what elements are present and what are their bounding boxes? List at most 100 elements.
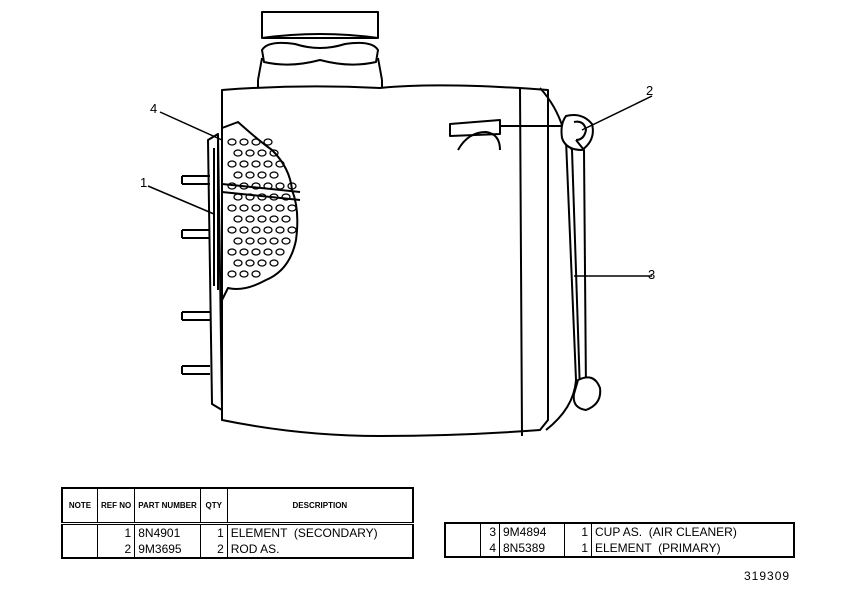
perforation-hole [233,215,243,223]
perforation-hole [275,204,285,212]
perforation-hole [239,182,249,190]
perforation-hole [227,160,237,168]
perforation-hole [233,237,243,245]
perforation-hole [239,248,249,256]
table-header: NOTE REF NO PART NUMBER QTY DESCRIPTION [61,488,414,524]
leader-lines [147,95,653,277]
perforation-hole [275,182,285,190]
perforation-hole [233,171,243,179]
perforation-hole [269,259,279,267]
perforation-hole [251,138,261,146]
perforation-hole [275,226,285,234]
perforation-hole [245,193,255,201]
perforation-hole [233,149,243,157]
perforation-hole [251,182,261,190]
perforation-hole [287,226,297,234]
header-qty: QTY [199,488,228,524]
housing-body [221,84,581,437]
callout-2: 2 [646,83,654,98]
table-row: 2 9M3695 2 ROD AS. [62,541,414,558]
perforation-hole [269,149,279,157]
perforation-hole [287,182,297,190]
perforation-hole [281,193,291,201]
mounting-flange [181,133,223,411]
perforation-hole [245,171,255,179]
part-cell: 8N4901 [134,523,201,541]
perforation-hole [269,237,279,245]
desc-cell: CUP AS. (AIR CLEANER) [591,523,795,540]
perforation-hole [227,182,237,190]
parts-table-left: NOTE REF NO PART NUMBER QTY DESCRIPTION … [61,487,414,559]
note-cell [61,523,98,558]
perforation-hole [245,259,255,267]
perforation-hole [245,237,255,245]
perforation-hole [257,237,267,245]
desc-cell: ELEMENT (SECONDARY) [226,523,414,541]
table-row: 1 8N4901 1 ELEMENT (SECONDARY) [61,523,414,558]
table-row: 4 8N5389 1 ELEMENT (PRIMARY) [445,540,795,557]
perforation-hole [251,160,261,168]
perforation-hole [269,193,279,201]
cup-assembly [572,139,602,411]
perforation-hole [227,226,237,234]
perforation-hole [245,215,255,223]
callout-1: 1 [140,175,148,190]
perforation-hole [251,248,261,256]
part-cell: 9M3695 [134,541,201,558]
perforation-hole [263,226,273,234]
perforation-hole [257,193,267,201]
parts-table-right: 3 9M4894 1 CUP AS. (AIR CLEANER) 4 8N538… [444,522,795,558]
perforation-hole [257,171,267,179]
ref-cell: 1 [96,523,136,541]
callout-3: 3 [648,267,656,282]
header-note: NOTE [61,488,98,524]
figure-number: 319309 [744,569,791,583]
perforation-hole [275,248,285,256]
perforation-hole [263,182,273,190]
perforation-hole [239,226,249,234]
perforation-hole [251,226,261,234]
perforation-hole [257,259,267,267]
perforation-hole [227,204,237,212]
perforation-hole [257,215,267,223]
perforation-hole [275,160,285,168]
perforation-hole [251,270,261,278]
inlet-cap [257,11,383,97]
part-cell: 9M4894 [499,523,565,540]
perforation-hole [239,270,249,278]
part-cell: 8N5389 [499,540,565,557]
perforation-pattern [227,138,297,278]
ref-cell: 4 [480,540,500,557]
perforation-hole [239,160,249,168]
perforation-hole [233,259,243,267]
perforation-hole [227,248,237,256]
perforation-hole [263,204,273,212]
perforation-hole [281,237,291,245]
perforation-hole [281,215,291,223]
callout-4: 4 [150,101,158,116]
ref-cell: 2 [96,541,136,558]
header-part-number: PART NUMBER [134,488,201,524]
perforation-hole [263,138,273,146]
perforation-hole [233,193,243,201]
perforation-hole [287,204,297,212]
perforation-hole [239,204,249,212]
perforation-hole [263,248,273,256]
perforation-hole [245,149,255,157]
desc-cell: ROD AS. [226,541,414,558]
qty-cell: 1 [199,523,228,541]
table-row: 3 9M4894 1 CUP AS. (AIR CLEANER) [444,523,795,557]
perforation-hole [269,215,279,223]
perforation-hole [251,204,261,212]
ref-cell: 3 [480,523,500,540]
perforation-hole [257,149,267,157]
rod-assembly [449,114,594,151]
qty-cell: 1 [564,523,592,540]
header-description: DESCRIPTION [226,488,414,524]
desc-cell: ELEMENT (PRIMARY) [591,540,795,557]
perforation-hole [227,138,237,146]
perforation-hole [227,270,237,278]
note-cell [444,523,481,557]
header-ref-no: REF NO [96,488,136,524]
